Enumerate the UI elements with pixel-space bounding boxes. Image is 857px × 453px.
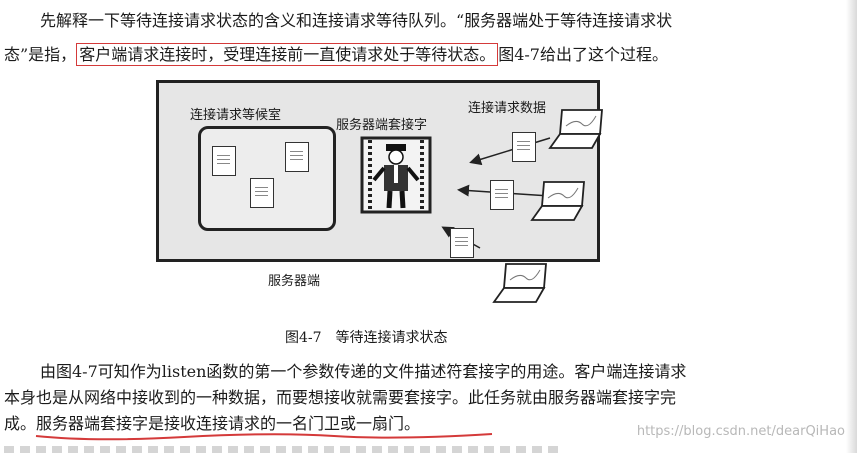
server-label: 服务器端 (268, 274, 321, 289)
figure-caption: 图4-7 等待连接请求状态 (285, 330, 448, 346)
server-socket-label: 服务器端套接字 (336, 118, 428, 133)
document-icon (285, 142, 309, 172)
paragraph-1-line-1: 先解释一下等待连接请求状态的含义和连接请求等待队列。“服务器端处于等待连接请求状 (40, 11, 673, 30)
paragraph-2-line-1: 由图4-7可知作为listen函数的第一个参数传递的文件描述符套接字的用途。客户… (40, 362, 687, 381)
document-icon (250, 178, 274, 208)
paragraph-1-line-2: 态”是指，客户端请求连接时，受理连接前一直使请求处于等待状态。图4-7给出了这个… (4, 42, 668, 67)
paragraph-2-line-3: 成。服务器端套接字是接收连接请求的一名门卫或一扇门。 (4, 411, 420, 436)
line-2-suffix: 图4-7给出了这个过程。 (498, 45, 668, 64)
arrow-1 (469, 137, 551, 166)
document-icon (512, 132, 536, 162)
laptop-icon (492, 263, 547, 303)
laptop-icon (530, 181, 585, 221)
line-2-prefix: 态”是指， (4, 45, 77, 64)
paragraph-2-line-2: 本身也是从网络中接收到的一种数据，而要想接收就需要套接字。此任务就由服务器端套接… (4, 388, 677, 407)
watermark: https://blog.csdn.net/dearQiHao (636, 424, 845, 439)
handwritten-underline (35, 433, 493, 441)
gatekeeper-door-icon (360, 136, 432, 214)
document-icon (450, 228, 474, 258)
laptop-icon (548, 109, 603, 149)
page-edge-shadow (846, 0, 857, 453)
highlighted-sentence: 客户端请求连接时，受理连接前一直使请求处于等待状态。 (76, 43, 499, 66)
document-icon (212, 146, 236, 176)
waiting-room-label: 连接请求等候室 (190, 108, 282, 123)
cut-off-text-line (4, 446, 564, 453)
document-icon (490, 180, 514, 210)
line-3-prefix: 成。 (4, 414, 37, 433)
underlined-sentence: 服务器端套接字是接收连接请求的一名门卫或一扇门。 (36, 414, 421, 433)
request-data-label: 连接请求数据 (468, 101, 547, 116)
